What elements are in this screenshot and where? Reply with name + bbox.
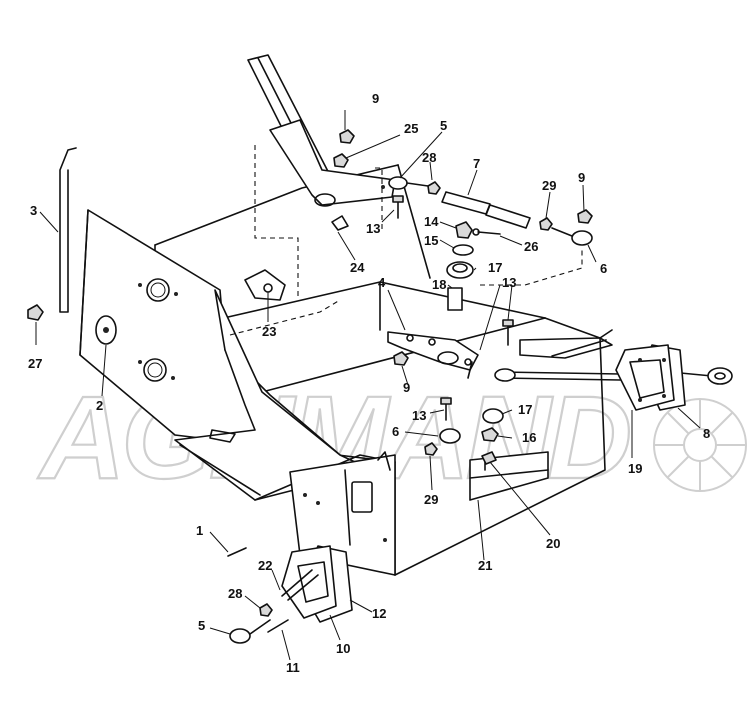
callout-28-lower: 28 <box>228 586 242 601</box>
callout-6-right: 6 <box>600 261 607 276</box>
leader-lines <box>35 110 701 661</box>
callout-3: 3 <box>30 203 37 218</box>
callout-15: 15 <box>424 233 438 248</box>
front-angle-panel <box>174 289 396 501</box>
callout-4: 4 <box>378 275 386 290</box>
callout-28-upper: 28 <box>422 150 436 165</box>
callout-6-center: 6 <box>392 424 399 439</box>
callout-5-upper: 5 <box>440 118 447 133</box>
callout-18: 18 <box>432 277 446 292</box>
callout-9-top: 9 <box>372 91 379 106</box>
watermark-wheel <box>653 398 747 492</box>
callout-24: 24 <box>350 260 365 275</box>
callout-8: 8 <box>703 426 710 441</box>
callout-16: 16 <box>522 430 536 445</box>
callout-1: 1 <box>196 523 203 538</box>
callout-25: 25 <box>404 121 418 136</box>
callout-17-lower: 17 <box>518 402 532 417</box>
callout-7: 7 <box>473 156 480 171</box>
right-floor-bracket <box>469 451 549 501</box>
lower-bracket-box <box>289 451 396 576</box>
left-side-plate <box>79 209 341 456</box>
left-boot-assembly <box>281 545 353 623</box>
callout-26: 26 <box>524 239 538 254</box>
callout-21: 21 <box>478 558 492 573</box>
callout-17-upper: 17 <box>488 260 502 275</box>
callout-29-lower: 29 <box>424 492 438 507</box>
callout-13-right: 13 <box>502 275 516 290</box>
callout-13-upper: 13 <box>366 221 380 236</box>
hardware <box>27 129 593 644</box>
callout-9-right: 9 <box>578 170 585 185</box>
callout-labels: 1 2 3 4 5 5 6 6 7 8 9 9 9 10 11 12 13 13… <box>28 91 710 675</box>
steering-arm-plate <box>387 331 479 371</box>
steering-column <box>247 54 396 207</box>
callout-2: 2 <box>96 398 103 413</box>
callout-22: 22 <box>258 558 272 573</box>
callout-23: 23 <box>262 324 276 339</box>
callout-10: 10 <box>336 641 350 656</box>
callout-11: 11 <box>286 660 300 675</box>
right-boot-assembly <box>615 344 686 411</box>
rear-upright-dashed <box>229 145 583 336</box>
callout-13-lower: 13 <box>412 408 426 423</box>
callout-29-upper: 29 <box>542 178 556 193</box>
callout-14: 14 <box>424 214 439 229</box>
callout-20: 20 <box>546 536 560 551</box>
callout-5-lower: 5 <box>198 618 205 633</box>
callout-12: 12 <box>372 606 386 621</box>
callout-19: 19 <box>628 461 642 476</box>
callout-9-center: 9 <box>403 380 410 395</box>
callout-27: 27 <box>28 356 42 371</box>
